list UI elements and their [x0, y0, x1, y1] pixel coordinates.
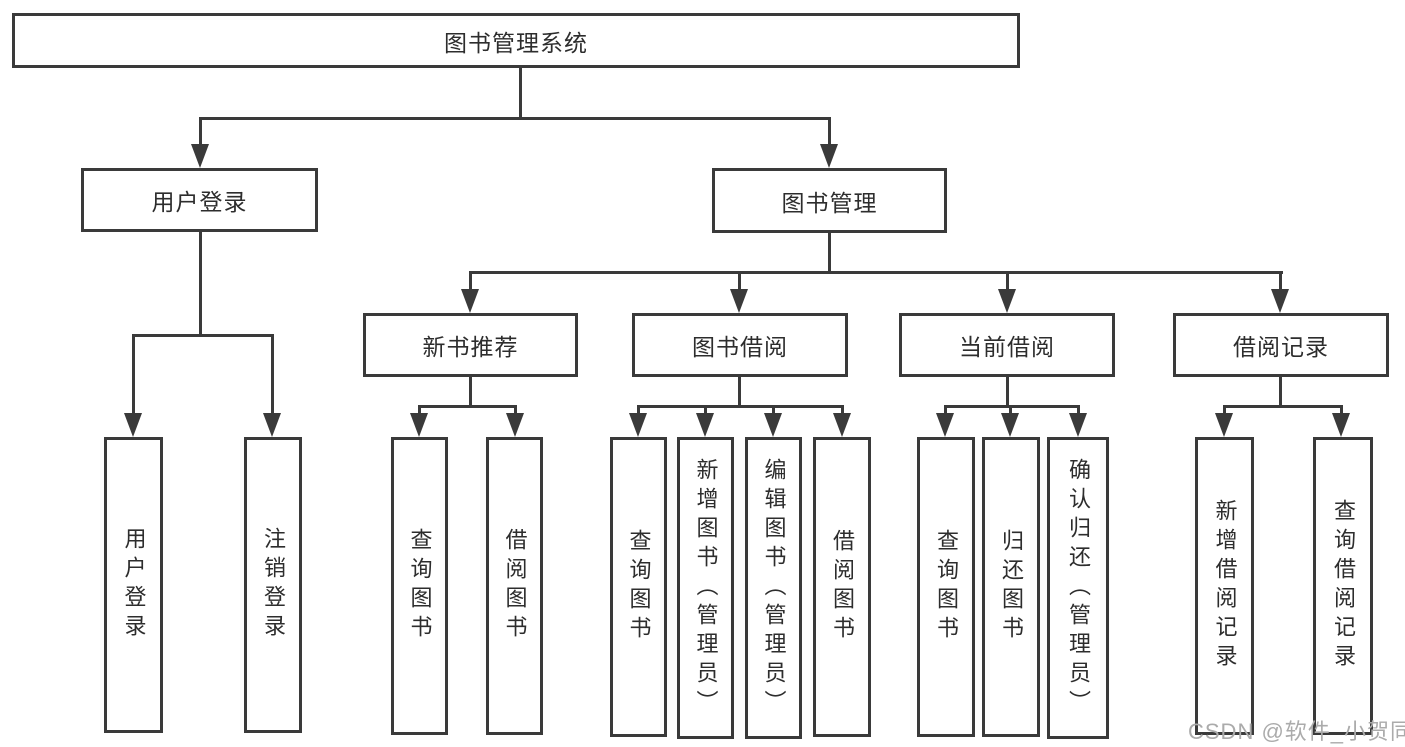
connector-line — [738, 377, 741, 408]
connector-line — [1340, 405, 1343, 415]
arrowhead-icon — [1332, 413, 1350, 437]
connector-line — [469, 271, 1283, 274]
connector-line — [944, 405, 1080, 408]
leaf-query-books-borrowing: 查询图书 — [610, 437, 667, 737]
leaf-logout: 注销登录 — [244, 437, 302, 733]
node-book-management: 图书管理 — [712, 168, 947, 233]
connector-line — [828, 233, 831, 273]
leaf-edit-book-admin: 编辑图书（管理员） — [745, 437, 802, 739]
connector-line — [704, 405, 707, 415]
connector-line — [1223, 405, 1226, 415]
connector-line — [199, 232, 202, 336]
connector-line — [1223, 405, 1343, 408]
connector-line — [469, 271, 472, 291]
leaf-borrow-books-borrowing: 借阅图书 — [813, 437, 871, 737]
arrowhead-icon — [410, 413, 428, 437]
arrowhead-icon — [629, 413, 647, 437]
leaf-query-borrow-record: 查询借阅记录 — [1313, 437, 1373, 735]
connector-line — [841, 405, 844, 415]
leaf-borrow-books-recommend: 借阅图书 — [486, 437, 543, 735]
arrowhead-icon — [1215, 413, 1233, 437]
csdn-watermark: CSDN @软件_小贺同学 — [1188, 719, 1405, 744]
connector-line — [1009, 405, 1012, 415]
node-borrowing-records: 借阅记录 — [1173, 313, 1389, 377]
arrowhead-icon — [833, 413, 851, 437]
connector-line — [738, 271, 741, 291]
arrowhead-icon — [461, 289, 479, 313]
connector-line — [772, 405, 775, 415]
arrowhead-icon — [730, 289, 748, 313]
connector-line — [271, 334, 274, 414]
leaf-user-login: 用户登录 — [104, 437, 163, 733]
connector-line — [418, 405, 517, 408]
connector-line — [1077, 405, 1080, 415]
connector-line — [514, 405, 517, 415]
arrowhead-icon — [1271, 289, 1289, 313]
connector-line — [1279, 271, 1282, 291]
connector-line — [132, 334, 135, 414]
arrowhead-icon — [998, 289, 1016, 313]
arrowhead-icon — [1001, 413, 1019, 437]
arrowhead-icon — [820, 144, 838, 168]
connector-line — [637, 405, 640, 415]
node-new-book-recommend: 新书推荐 — [363, 313, 578, 377]
connector-line — [469, 377, 472, 408]
arrowhead-icon — [764, 413, 782, 437]
leaf-query-books-current: 查询图书 — [917, 437, 975, 737]
leaf-query-books-recommend: 查询图书 — [391, 437, 448, 735]
node-library-management-system: 图书管理系统 — [12, 13, 1020, 68]
leaf-confirm-return-admin: 确认归还（管理员） — [1047, 437, 1109, 739]
connector-line — [519, 68, 522, 119]
arrowhead-icon — [506, 413, 524, 437]
arrowhead-icon — [191, 144, 209, 168]
leaf-return-book: 归还图书 — [982, 437, 1040, 737]
connector-line — [828, 117, 831, 147]
connector-line — [1279, 377, 1282, 408]
connector-line — [637, 405, 844, 408]
connector-line — [1006, 377, 1009, 408]
node-user-login: 用户登录 — [81, 168, 318, 232]
connector-line — [418, 405, 421, 415]
connector-line — [132, 334, 274, 337]
arrowhead-icon — [696, 413, 714, 437]
connector-line — [944, 405, 947, 415]
connector-line — [1006, 271, 1009, 291]
leaf-add-book-admin: 新增图书（管理员） — [677, 437, 734, 739]
arrowhead-icon — [124, 413, 142, 437]
node-book-borrowing: 图书借阅 — [632, 313, 848, 377]
arrowhead-icon — [1069, 413, 1087, 437]
connector-line — [199, 117, 202, 147]
arrowhead-icon — [263, 413, 281, 437]
leaf-add-borrow-record: 新增借阅记录 — [1195, 437, 1254, 735]
node-current-borrowing: 当前借阅 — [899, 313, 1115, 377]
connector-line — [199, 117, 831, 120]
arrowhead-icon — [936, 413, 954, 437]
